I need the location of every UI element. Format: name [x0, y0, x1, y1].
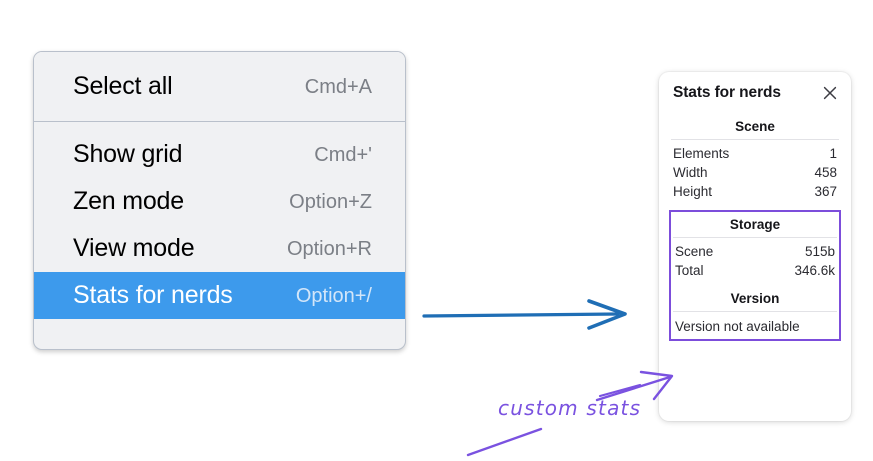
menu-item-stats-for-nerds[interactable]: Stats for nerds Option+/	[34, 272, 405, 319]
menu-item-shortcut: Cmd+A	[304, 75, 372, 98]
stat-row: Height 367	[669, 182, 841, 201]
handwritten-annotation-label: custom stats	[498, 396, 642, 420]
menu-item-label: View mode	[73, 234, 195, 262]
stat-value: 1	[829, 146, 837, 161]
stat-value: 515b	[804, 244, 835, 259]
menu-item-label: Zen mode	[73, 187, 184, 215]
section-heading-storage: Storage	[729, 217, 781, 232]
divider	[673, 311, 837, 312]
stat-row: Width 458	[669, 163, 841, 182]
stats-for-nerds-panel: Stats for nerds Scene Elements 1 Width 4…	[659, 72, 851, 421]
menu-item-view-mode[interactable]: View mode Option+R	[34, 225, 405, 272]
menu-item-show-grid[interactable]: Show grid Cmd+'	[34, 131, 405, 178]
stat-value: 367	[814, 184, 837, 199]
stat-row: Elements 1	[669, 144, 841, 163]
stat-value: 346.6k	[794, 263, 835, 278]
stat-row: Total 346.6k	[671, 261, 839, 280]
close-icon[interactable]	[821, 84, 839, 102]
custom-stats-highlight-box: Storage Scene 515b Total 346.6k Version …	[669, 210, 841, 341]
menu-item-zen-mode[interactable]: Zen mode Option+Z	[34, 178, 405, 225]
menu-item-shortcut: Cmd+'	[314, 143, 372, 166]
menu-item-label: Select all	[73, 72, 173, 100]
stat-row: Scene 515b	[671, 242, 839, 261]
section-heading-version: Version	[730, 291, 780, 306]
purple-stroke-above-label	[598, 383, 642, 398]
menu-item-select-all[interactable]: Select all Cmd+A	[34, 63, 405, 110]
stat-key: Total	[675, 263, 704, 278]
divider	[671, 139, 839, 140]
section-heading-scene: Scene	[735, 119, 775, 134]
stat-key: Scene	[675, 244, 714, 259]
purple-underline-stroke	[466, 427, 543, 457]
panel-title: Stats for nerds	[673, 84, 781, 101]
menu-group-top: Select all Cmd+A	[34, 52, 405, 122]
menu-item-label: Stats for nerds	[73, 281, 233, 309]
version-text: Version not available	[675, 319, 800, 334]
stat-key: Width	[673, 165, 708, 180]
menu-item-shortcut: Option+/	[295, 284, 372, 307]
menu-item-shortcut: Option+Z	[289, 190, 372, 213]
menu-group-main: Show grid Cmd+' Zen mode Option+Z View m…	[34, 122, 405, 328]
menu-item-shortcut: Option+R	[286, 237, 372, 260]
context-menu[interactable]: Select all Cmd+A Show grid Cmd+' Zen mod…	[33, 51, 406, 350]
stats-panel-header: Stats for nerds	[669, 84, 841, 102]
stat-key: Elements	[673, 146, 730, 161]
menu-item-label: Show grid	[73, 140, 183, 168]
blue-arrow	[422, 299, 627, 330]
divider	[673, 237, 837, 238]
stat-key: Height	[673, 184, 713, 199]
stat-value: 458	[814, 165, 837, 180]
